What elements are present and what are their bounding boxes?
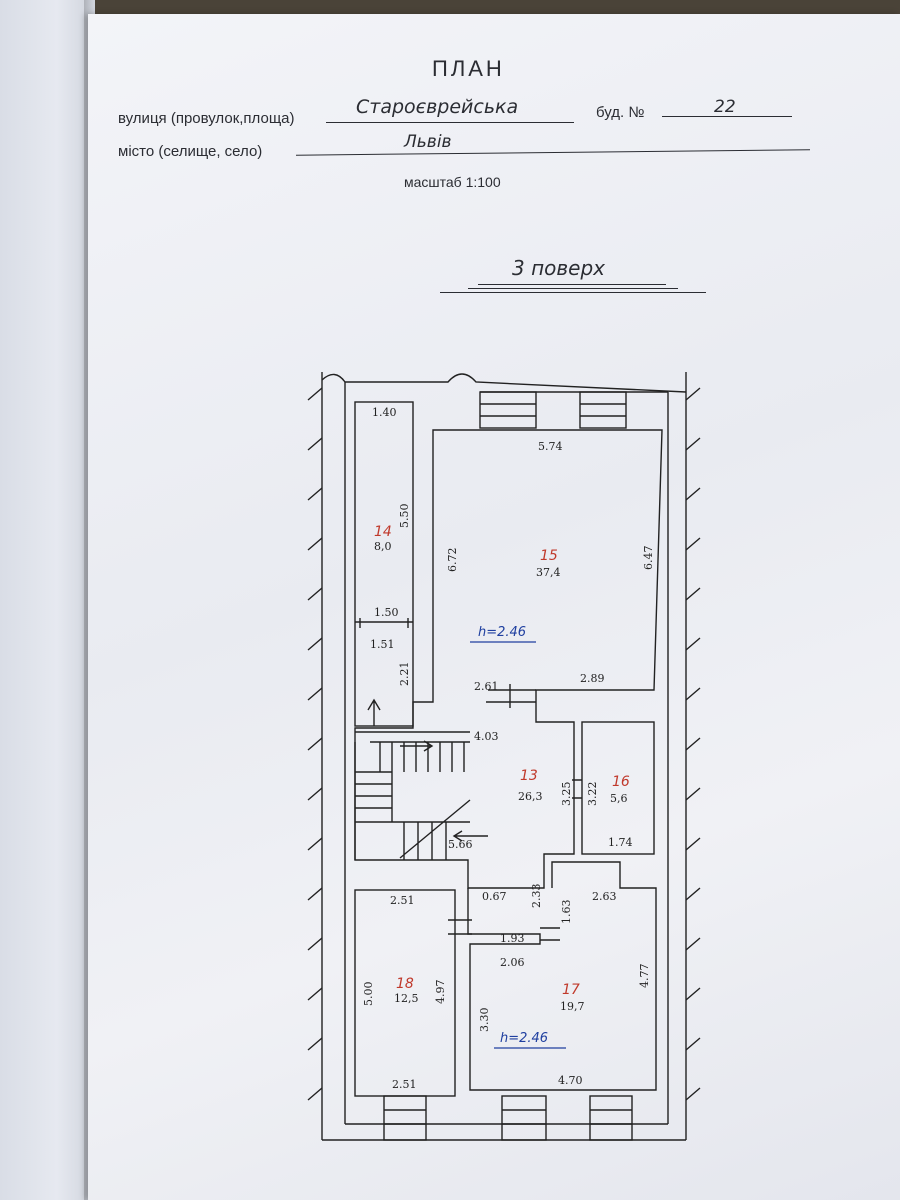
room-18-outline	[354, 889, 456, 1097]
building-number: 22	[714, 97, 736, 117]
dim-c067: 0.67	[482, 890, 507, 903]
city-value: Львів	[404, 132, 452, 152]
building-underline	[662, 116, 792, 117]
room-number: 16	[612, 774, 630, 790]
dim-r18-bottom: 2.51	[392, 1078, 417, 1091]
dim-r15-b1: 2.61	[474, 680, 499, 693]
room-number: 18	[396, 976, 414, 992]
dim-r13-top: 4.03	[474, 730, 499, 743]
ceiling-height-note: h=2.46	[500, 1031, 548, 1046]
dim-c233: 2.33	[530, 884, 543, 909]
scale-label: масштаб 1:100	[404, 174, 501, 190]
room-15-outline	[354, 429, 663, 889]
dim-r14-side: 5.50	[398, 504, 411, 529]
outer-wall-top	[321, 373, 687, 393]
stair-arrow-right	[400, 740, 434, 752]
underlying-page	[0, 0, 95, 1200]
dim-r17-bottom: 4.70	[558, 1074, 583, 1087]
dim-r15-right: 6.47	[642, 546, 655, 571]
stair-arrow-up	[367, 698, 381, 726]
room-14-outline	[354, 401, 414, 727]
street-underline	[326, 122, 574, 123]
plan-sheet	[88, 14, 900, 1200]
room-area: 37,4	[536, 566, 561, 579]
room-area: 12,5	[394, 992, 419, 1005]
dim-r18-left: 5.00	[362, 982, 375, 1007]
room-number: 13	[520, 768, 538, 784]
floor-underline-2	[468, 288, 678, 289]
dim-r18-right: 4.97	[434, 980, 447, 1005]
window-top-1	[479, 391, 537, 429]
dim-r13-side: 3.25	[560, 782, 573, 807]
dim-r16-bottom: 1.74	[608, 836, 633, 849]
dim-c193: 1.93	[500, 932, 525, 945]
dim-r15-left: 6.72	[446, 548, 459, 573]
room-area: 8,0	[374, 540, 392, 553]
window-top-2	[579, 391, 627, 429]
street-label: вулиця (провулок,площа)	[118, 110, 295, 127]
room-area: 26,3	[518, 790, 543, 803]
staircase	[354, 731, 471, 860]
dim-r15-b2: 2.89	[580, 672, 605, 685]
ceiling-height-note: h=2.46	[478, 625, 526, 640]
dim-r14-b1: 1.50	[374, 606, 399, 619]
room-number: 14	[374, 524, 392, 540]
dim-r17-206: 2.06	[500, 956, 525, 969]
building-label: буд. №	[596, 104, 645, 121]
stair-arrow-left	[452, 830, 488, 842]
dim-r17-top: 2.63	[592, 890, 617, 903]
room-16-outline	[581, 721, 655, 855]
room-number: 17	[562, 982, 580, 998]
dim-r14-top: 1.40	[372, 406, 397, 419]
window-bottom-2	[501, 1095, 547, 1141]
street-value: Староєврейська	[356, 96, 519, 118]
dim-r16-side: 3.22	[586, 782, 599, 807]
room-17-outline	[467, 861, 657, 1091]
floor-label: 3 поверх	[512, 256, 606, 280]
dim-r13-bottom: 5.66	[448, 838, 473, 851]
dim-r18-top: 2.51	[390, 894, 415, 907]
window-bottom-1	[383, 1095, 427, 1141]
room-number: 15	[540, 548, 558, 564]
dim-c163: 1.63	[560, 900, 573, 925]
window-bottom-3	[589, 1095, 633, 1141]
dim-r14-b2: 1.51	[370, 638, 395, 651]
dim-r17-left: 3.30	[478, 1008, 491, 1033]
floor-underline-1	[478, 284, 666, 285]
city-label: місто (селище, село)	[118, 143, 263, 160]
room-area: 5,6	[610, 792, 628, 805]
floor-underline-3	[440, 292, 706, 293]
dim-r17-right: 4.77	[638, 964, 651, 989]
dim-r15-top: 5.74	[538, 440, 563, 453]
page-title: ПЛАН	[432, 56, 505, 81]
dim-r14-b3: 2.21	[398, 662, 411, 687]
room-area: 19,7	[560, 1000, 585, 1013]
